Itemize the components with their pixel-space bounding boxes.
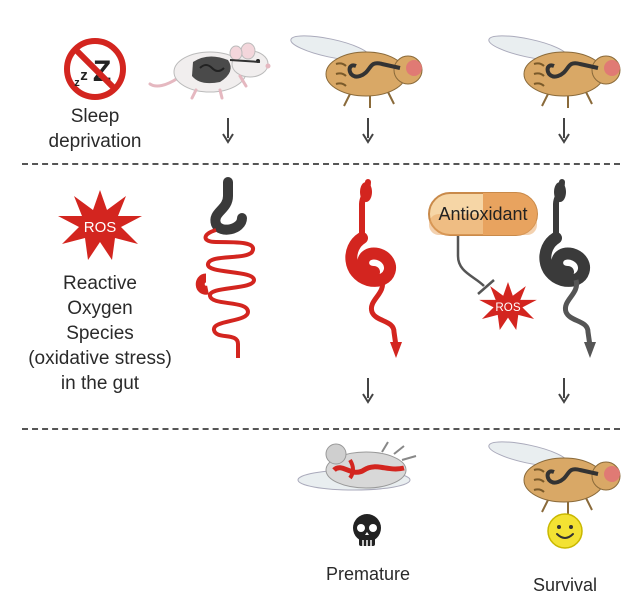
- svg-text:z: z: [80, 67, 88, 84]
- arrow-down-icon: [362, 118, 374, 144]
- ros-label-line: in the gut: [60, 373, 140, 394]
- ros-small-text: ROS: [495, 301, 520, 314]
- ros-label: Reactive Oxygen Species (oxidative stres…: [14, 271, 186, 396]
- ros-label-line: (oxidative stress): [28, 348, 172, 369]
- survival-label: Survival: [532, 575, 598, 595]
- sleep-deprivation-label: Sleep deprivation: [20, 104, 170, 154]
- no-sleep-icon: Z z z: [64, 38, 126, 100]
- divider-top: [22, 163, 620, 165]
- svg-text:z: z: [74, 77, 80, 89]
- ros-label-line: Reactive: [63, 273, 137, 294]
- fly-icon-top-middle: [290, 35, 423, 108]
- antioxidant-label: Antioxidant: [438, 204, 527, 224]
- fly-gut-icon-right: [539, 179, 596, 358]
- ros-burst-icon: ROS: [58, 190, 142, 260]
- divider-bottom: [22, 428, 620, 430]
- ros-label-line: Oxygen: [67, 298, 133, 319]
- ros-label-line: Species: [66, 323, 134, 344]
- arrow-down-icon: [362, 378, 374, 404]
- arrow-down-icon: [558, 118, 570, 144]
- fly-gut-icon-middle: [345, 179, 402, 358]
- mouse-gut-icon: [195, 177, 257, 358]
- arrow-down-icon: [558, 378, 570, 404]
- sleep-label-line1: Sleep: [70, 106, 120, 127]
- ros-burst-small-icon: ROS: [479, 282, 537, 330]
- mouse-icon: [148, 42, 271, 100]
- sleep-label-line2: deprivation: [48, 131, 142, 152]
- ros-badge-text: ROS: [84, 219, 117, 236]
- antioxidant-pill-icon: Antioxidant: [428, 192, 538, 236]
- arrow-down-icon: [222, 118, 234, 144]
- premature-label: Premature: [325, 564, 411, 584]
- smiley-icon: [547, 513, 583, 549]
- inhibition-arrow-icon: [456, 236, 495, 295]
- fly-icon-top-right: [488, 35, 621, 108]
- dead-fly-icon: [297, 441, 417, 491]
- fly-icon-bottom-right: [488, 441, 621, 514]
- skull-icon: [353, 514, 381, 546]
